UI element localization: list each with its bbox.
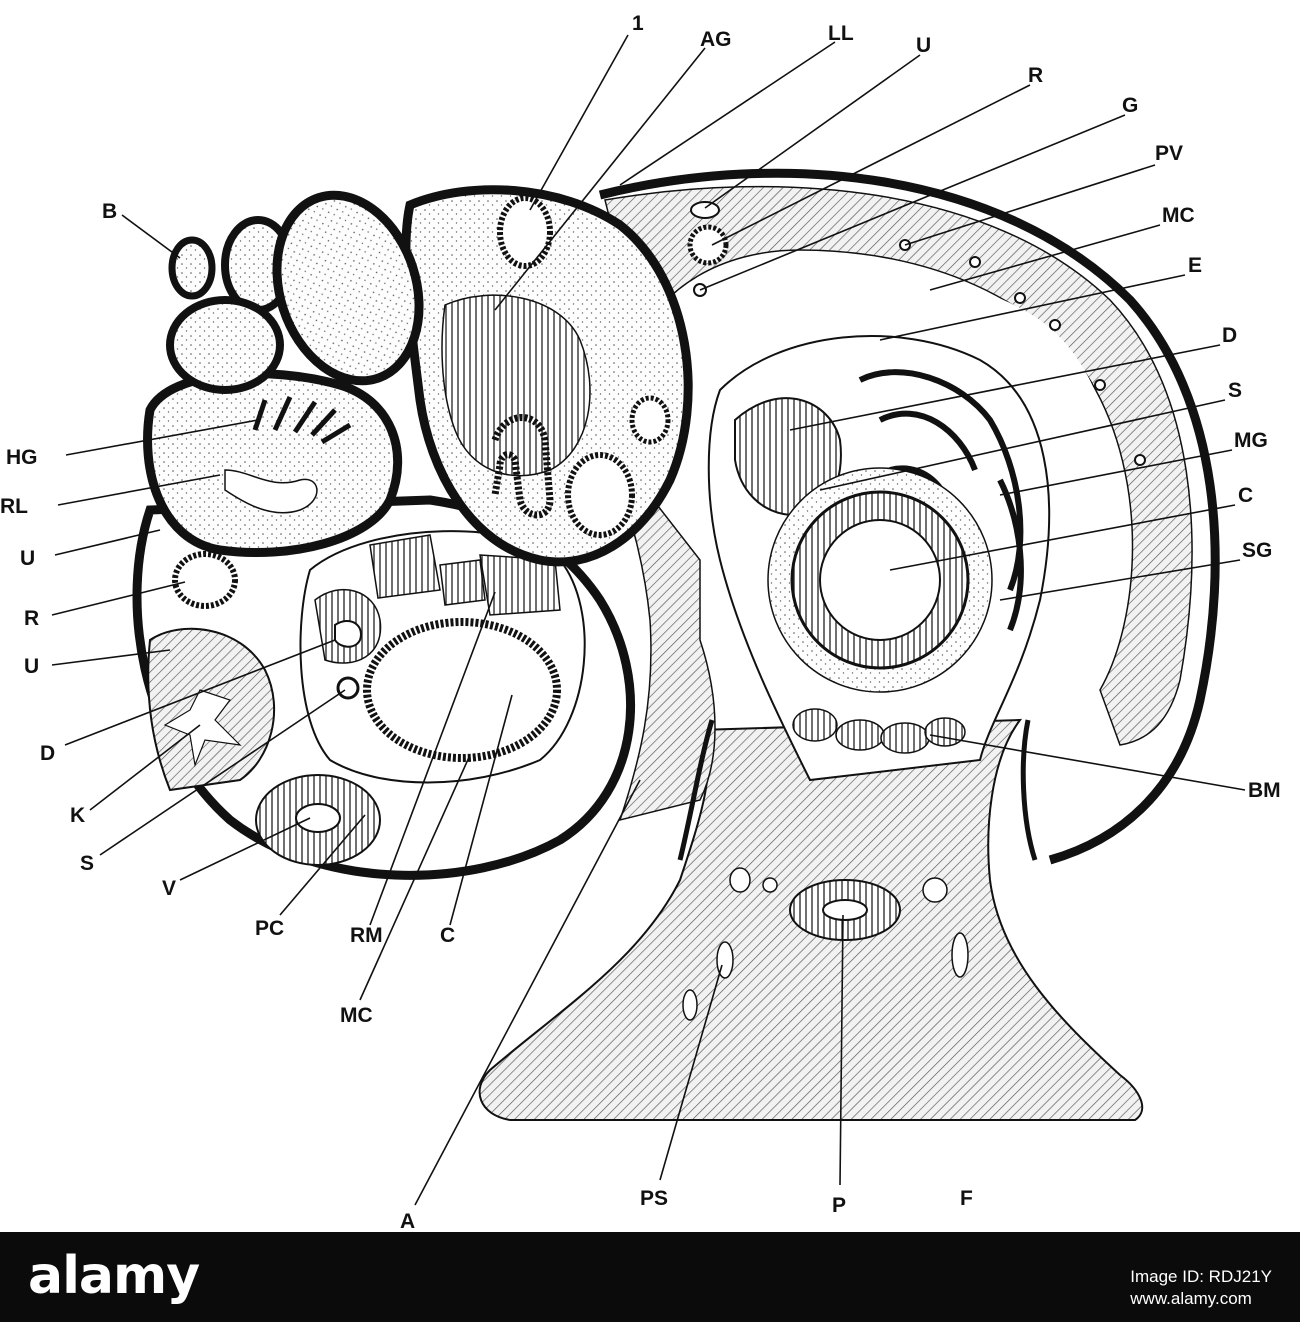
digestive-gland-left	[334, 620, 362, 648]
label-s-right: S	[1228, 379, 1242, 402]
label-hg: HG	[6, 446, 38, 469]
apex-whorl-1	[168, 236, 216, 300]
pedal-slit-left	[677, 719, 715, 861]
label-mg: MG	[1234, 429, 1268, 452]
label-rm: RM	[350, 924, 383, 947]
label-mc-right: MC	[1162, 204, 1195, 227]
label-s-left: S	[80, 852, 94, 875]
hermaphrodite-gland-lobes	[252, 395, 352, 445]
hermaphrodite-gland-whorl	[143, 369, 403, 557]
apex-whorl-3	[166, 296, 284, 394]
intestine-loop	[491, 414, 554, 519]
label-c-right: C	[1238, 484, 1253, 507]
label-u-left2: U	[24, 655, 39, 678]
label-1: 1	[632, 12, 644, 35]
label-k: K	[70, 804, 85, 827]
label-v: V	[162, 877, 176, 900]
pedal-slit-right	[1020, 719, 1038, 861]
label-b: B	[102, 200, 117, 223]
label-rl: RL	[0, 495, 28, 518]
label-e: E	[1188, 254, 1202, 277]
crop-bottom	[363, 618, 561, 762]
ureter-ring-top	[497, 195, 553, 269]
label-d-left: D	[40, 742, 55, 765]
figure-labels: 1 AG LL U R G PV MC E D S MG C SG BM B H…	[0, 12, 1281, 1232]
salivary-duct-left	[336, 676, 360, 700]
kidney-lumen	[163, 689, 242, 768]
leader-lines	[51, 34, 1246, 1206]
stock-logo: alamy	[28, 1246, 200, 1306]
label-c-bottom: C	[440, 924, 455, 947]
midgut-coils	[858, 369, 1024, 632]
label-p: P	[832, 1194, 846, 1217]
image-id: Image ID: RDJ21Y	[1130, 1267, 1272, 1286]
label-u-left1: U	[20, 547, 35, 570]
label-bm: BM	[1248, 779, 1281, 802]
label-f: F	[960, 1187, 973, 1210]
duct-ring-small	[629, 395, 671, 445]
body-whorl-shell	[598, 168, 1220, 865]
label-pc: PC	[255, 917, 284, 940]
label-g: G	[1122, 94, 1138, 117]
site-url: www.alamy.com	[1130, 1289, 1252, 1308]
label-r-left: R	[24, 607, 39, 630]
duct-ring-lower	[565, 452, 635, 538]
buccal-muscles	[792, 708, 966, 754]
label-ps: PS	[640, 1187, 668, 1210]
label-ag: AG	[700, 28, 732, 51]
label-ll: LL	[828, 22, 854, 45]
label-r-top: R	[1028, 64, 1043, 87]
label-mc-bottom: MC	[340, 1004, 373, 1027]
albumen-gland-striated	[441, 294, 591, 477]
anatomical-diagram: 1 AG LL U R G PV MC E D S MG C SG BM B H…	[0, 12, 1281, 1232]
ventricle-lumen	[295, 803, 341, 833]
retractor-muscle	[314, 534, 561, 664]
pedal-sinuses	[682, 867, 969, 1021]
label-d-right: D	[1222, 324, 1237, 347]
receptaculum-lobe	[224, 469, 318, 514]
label-pv: PV	[1155, 142, 1183, 165]
footer-caption: Image ID: RDJ21Y www.alamy.com	[1130, 1266, 1272, 1310]
label-a: A	[400, 1210, 415, 1232]
apex-whorl-4	[272, 190, 424, 386]
pedal-gland-lumen	[822, 899, 868, 921]
rectum-top	[687, 224, 729, 266]
label-sg: SG	[1242, 539, 1272, 562]
ureter-top	[690, 201, 720, 219]
label-u-top: U	[916, 34, 931, 57]
crop-lumen-right	[819, 519, 941, 641]
rectum-left	[172, 551, 238, 609]
watermark-footer: alamy Image ID: RDJ21Y www.alamy.com	[0, 1232, 1300, 1322]
